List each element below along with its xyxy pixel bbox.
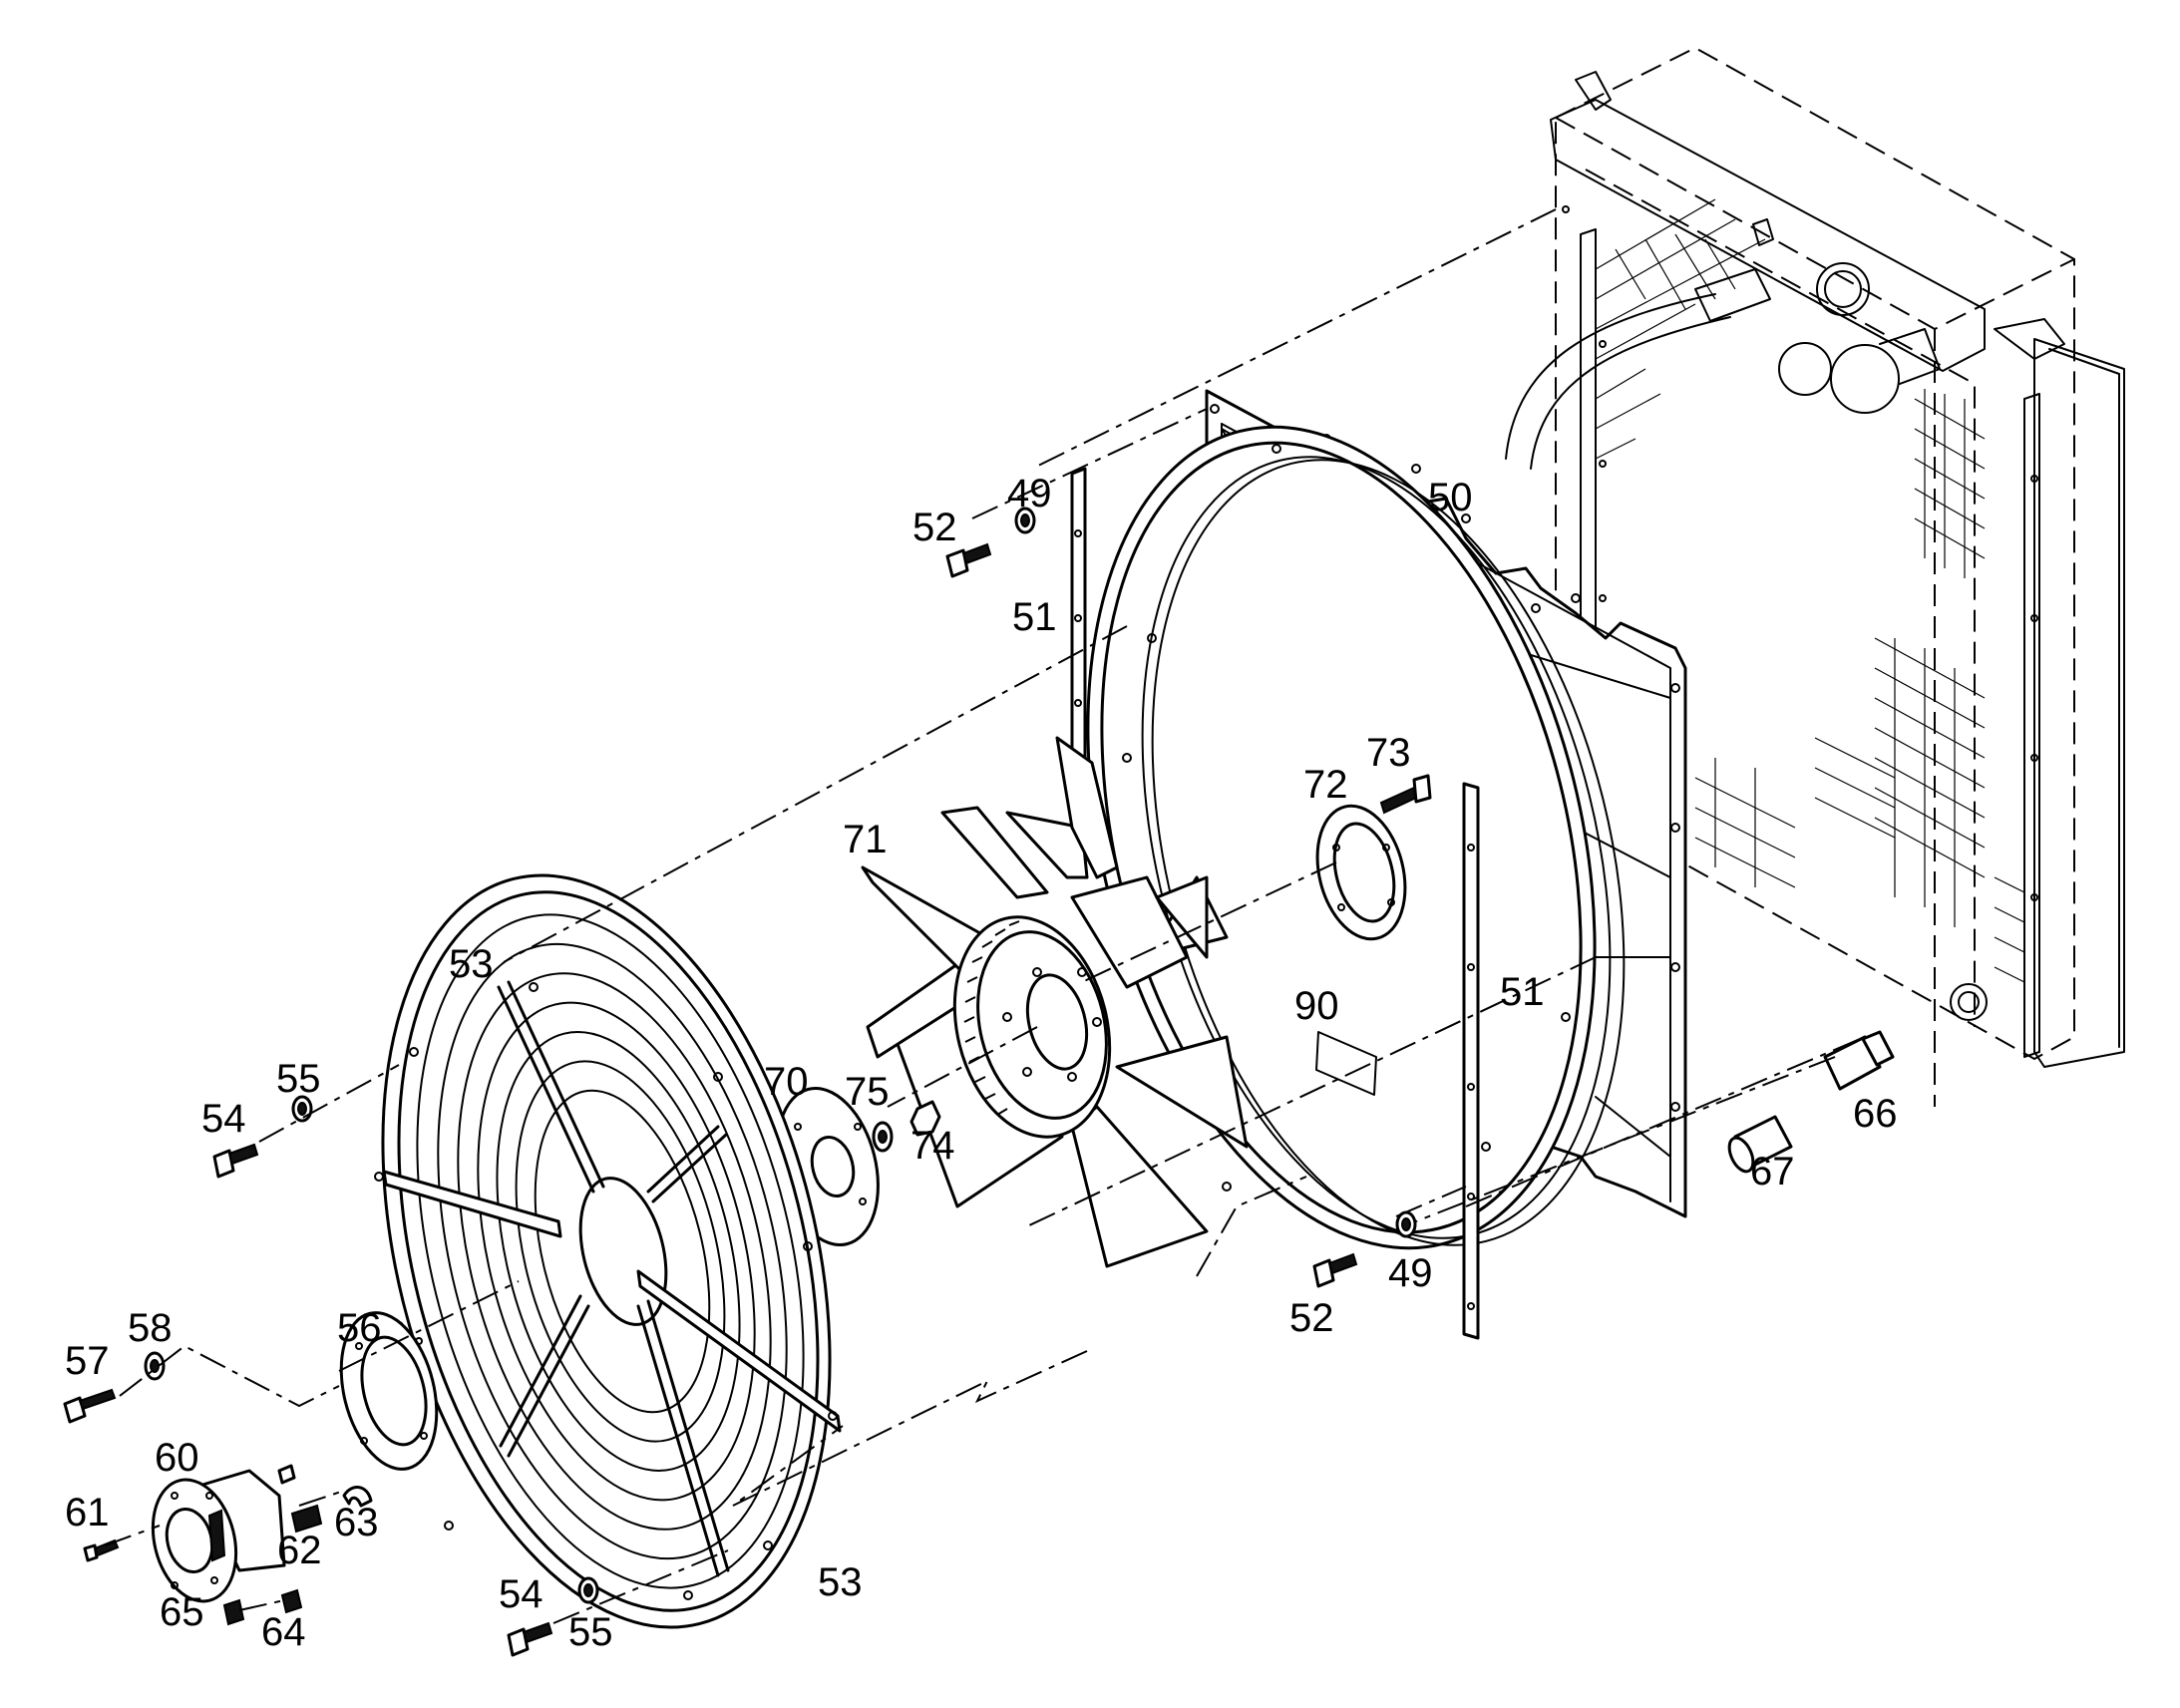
bolt-54-top — [212, 1143, 259, 1179]
callout-54: 54 — [499, 1572, 544, 1616]
callout-58: 58 — [128, 1306, 173, 1350]
fitting-62 — [290, 1504, 323, 1534]
plug-64 — [280, 1588, 303, 1614]
label-plate — [1315, 1031, 1377, 1096]
fitting-67 — [1727, 1115, 1793, 1174]
callout-52: 52 — [1289, 1296, 1334, 1340]
callout-53: 53 — [818, 1560, 863, 1604]
callout-74: 74 — [910, 1124, 955, 1168]
plug-65 — [222, 1598, 245, 1626]
bolt-73 — [1379, 774, 1432, 815]
bolt-57 — [63, 1388, 117, 1424]
nut-74 — [909, 1100, 941, 1137]
callout-49: 49 — [1007, 472, 1052, 515]
callout-57: 57 — [65, 1339, 110, 1383]
callout-73: 73 — [1366, 731, 1411, 775]
bolt-52-top — [945, 542, 992, 578]
screw-61 — [83, 1538, 120, 1562]
callout-labels: 49 52 50 51 73 72 71 53 90 51 55 54 70 7… — [65, 472, 1898, 1654]
callout-50: 50 — [1428, 476, 1473, 519]
fitting-66 — [1823, 1030, 1895, 1091]
hydraulic-motor — [151, 1464, 296, 1603]
callout-56: 56 — [337, 1306, 382, 1350]
fan-impeller — [861, 736, 1249, 1268]
callout-71: 71 — [843, 818, 888, 861]
callout-55: 55 — [276, 1057, 321, 1101]
adapter-plate — [339, 1311, 439, 1471]
bolt-52-bottom — [1312, 1252, 1358, 1288]
callout-62: 62 — [277, 1529, 322, 1572]
assembly-center-lines — [104, 208, 1866, 1624]
callout-65: 65 — [160, 1590, 204, 1634]
callout-52: 52 — [912, 506, 957, 549]
bolt-54-bottom — [507, 1621, 553, 1657]
callout-55: 55 — [568, 1610, 613, 1654]
washer-49-bottom — [1395, 1210, 1417, 1238]
elbow-63 — [342, 1486, 373, 1508]
callout-60: 60 — [155, 1436, 199, 1480]
seal-strip-bottom — [1462, 782, 1480, 1340]
mounting-ring — [1315, 804, 1407, 941]
callout-61: 61 — [65, 1491, 110, 1535]
washer-49-top — [1014, 507, 1036, 534]
washer-55-bottom — [577, 1576, 599, 1604]
fan-guard — [374, 873, 842, 1629]
callout-66: 66 — [1853, 1092, 1898, 1136]
callout-54: 54 — [201, 1097, 246, 1141]
callout-67: 67 — [1750, 1150, 1795, 1194]
callout-90: 90 — [1294, 984, 1339, 1028]
washer-58 — [144, 1351, 166, 1381]
callout-72: 72 — [1303, 763, 1348, 807]
callout-53: 53 — [449, 942, 494, 986]
callout-75: 75 — [845, 1070, 890, 1114]
callout-70: 70 — [764, 1060, 809, 1104]
washer-75 — [872, 1121, 894, 1153]
radiator-core — [1505, 46, 2125, 1107]
callout-64: 64 — [261, 1610, 306, 1654]
callout-63: 63 — [334, 1501, 379, 1544]
callout-51: 51 — [1012, 595, 1057, 639]
callout-51: 51 — [1500, 970, 1545, 1014]
callout-49: 49 — [1388, 1251, 1433, 1295]
